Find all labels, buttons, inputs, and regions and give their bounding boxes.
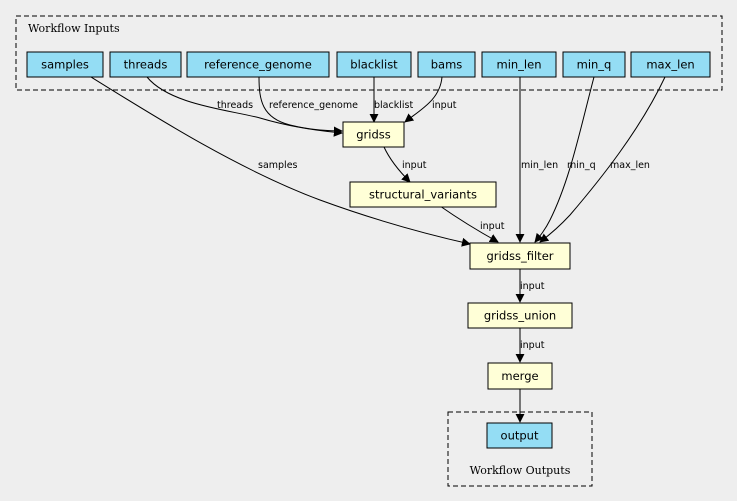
- node-gridss-filter[interactable]: gridss_filter: [469, 242, 571, 270]
- workflow-inputs-label: Workflow Inputs: [28, 22, 120, 35]
- edge-label: max_len: [610, 160, 650, 171]
- edge-max-len-filter: max_len: [539, 76, 666, 243]
- node-threads[interactable]: threads: [109, 51, 182, 78]
- edge-label: input: [432, 100, 457, 111]
- node-blacklist[interactable]: blacklist: [336, 51, 412, 78]
- edge-min-len-filter: min_len: [515, 77, 558, 243]
- workflow-inputs-cluster: Workflow Inputs: [15, 15, 723, 91]
- node-min-len[interactable]: min_len: [481, 51, 557, 78]
- edge-label: min_len: [521, 160, 558, 171]
- node-label: reference_genome: [204, 58, 312, 72]
- edge-filter-union: input: [515, 269, 545, 303]
- edge-label: input: [520, 281, 545, 292]
- node-label: min_q: [577, 58, 612, 72]
- edge-sv-filter: input: [439, 205, 505, 243]
- node-label: threads: [124, 58, 168, 72]
- node-samples[interactable]: samples: [26, 51, 104, 78]
- node-reference-genome[interactable]: reference_genome: [186, 51, 330, 78]
- node-label: blacklist: [350, 58, 398, 72]
- node-output[interactable]: output: [486, 422, 553, 449]
- node-max-len[interactable]: max_len: [630, 51, 711, 78]
- node-label: max_len: [646, 58, 694, 72]
- edge-label: input: [520, 340, 545, 351]
- edge-union-merge: input: [515, 328, 545, 363]
- node-bams[interactable]: bams: [417, 51, 476, 78]
- node-label: gridss: [356, 128, 391, 142]
- node-min-q[interactable]: min_q: [562, 51, 626, 78]
- edge-label: min_q: [567, 160, 596, 171]
- node-label: bams: [431, 58, 463, 72]
- edge-label: threads: [217, 100, 253, 111]
- node-structural-variants[interactable]: structural_variants: [349, 181, 497, 208]
- node-merge[interactable]: merge: [487, 362, 553, 390]
- edges: threads reference_genome blacklist input…: [90, 76, 666, 423]
- node-label: structural_variants: [369, 188, 477, 202]
- edge-samples-filter: samples: [90, 76, 471, 247]
- node-label: output: [501, 429, 539, 443]
- node-gridss-union[interactable]: gridss_union: [467, 302, 573, 329]
- edge-label: input: [402, 160, 427, 171]
- edge-bams-gridss: input: [404, 76, 457, 123]
- edge-label: input: [480, 221, 505, 232]
- node-gridss[interactable]: gridss: [342, 121, 405, 148]
- edge-blacklist-gridss: blacklist: [369, 77, 413, 123]
- node-label: min_len: [497, 58, 542, 72]
- node-label: samples: [41, 58, 89, 72]
- workflow-outputs-label: Workflow Outputs: [470, 464, 571, 477]
- node-label: merge: [501, 369, 538, 383]
- edge-label: reference_genome: [269, 100, 358, 111]
- node-label: gridss_union: [484, 309, 556, 323]
- edge-gridss-sv: input: [383, 146, 427, 183]
- node-label: gridss_filter: [486, 249, 553, 263]
- edge-reference-genome-gridss: reference_genome: [258, 76, 358, 136]
- edge-label: samples: [258, 160, 298, 171]
- edge-label: blacklist: [374, 100, 413, 111]
